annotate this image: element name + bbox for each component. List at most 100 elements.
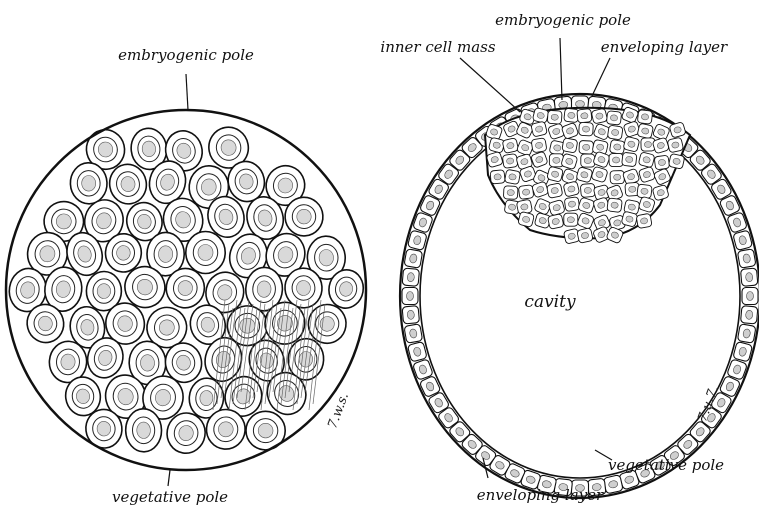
cell-nucleus [576,101,585,108]
icm-cell [563,181,580,197]
icm-cell [531,121,548,137]
cell-nucleus [581,112,589,119]
icm-cell [581,154,595,167]
cell-nucleus [644,141,651,147]
cell-nucleus [584,187,592,194]
cell-nucleus [407,292,414,301]
label-inner-cell-mass: inner cell mass [380,38,495,56]
cell-nucleus [628,186,636,192]
icm-cell [609,153,623,166]
cell-nucleus [137,422,151,439]
icm-cell [607,125,623,140]
icm-cell [564,213,578,226]
cell-nucleus [507,189,514,195]
icm-cell [636,213,652,228]
label-left-vegetative-pole: vegetative pole [112,488,228,506]
cell-nucleus [658,159,666,166]
icm-cell [579,122,594,136]
icm-cell [577,228,593,244]
cell-nucleus [97,284,111,299]
cell-nucleus [747,292,754,301]
icm-cell [562,138,578,153]
icm-cell [490,170,505,184]
enveloping-cell [407,341,427,362]
blastocyst-drawing [400,94,759,498]
cell-nucleus [610,115,618,122]
morula-cell [186,232,225,274]
leader-enveloping-top [592,58,610,96]
enveloping-cell [603,475,623,494]
enveloping-cell [733,341,753,362]
cell-nucleus [612,157,619,163]
cell-nucleus [582,144,590,150]
enveloping-cell [737,324,756,344]
icm-cell [637,110,652,125]
leader-right-embryogenic [560,38,562,100]
icm-cell [622,152,637,167]
icm-cell [564,108,579,123]
label-enveloping-layer-top: enveloping layer [601,38,728,56]
enveloping-cell [402,288,418,305]
cell-nucleus [81,175,96,191]
cell-nucleus [553,157,560,163]
icm-cell [637,123,654,139]
icm-cell [547,214,563,230]
morula-cell [125,408,162,452]
icm-cell [654,155,670,170]
enveloping-cell [402,268,419,286]
icm-cell [547,110,562,124]
cell-nucleus [641,114,649,121]
enveloping-cell [733,230,753,251]
cell-nucleus [584,158,591,164]
icm-cell [563,228,580,244]
cell-nucleus [611,202,619,209]
inner-cell-mass-cells [485,106,686,244]
icm-cell [547,166,564,182]
cell-nucleus [198,245,213,261]
icm-cell [668,153,684,169]
icm-cell [547,183,563,199]
enveloping-cell [740,268,757,286]
enveloping-cell [404,324,423,344]
leader-left-bottom [168,470,170,486]
icm-cell [637,184,652,199]
enveloping-cell [402,306,419,324]
cell-nucleus [567,217,574,223]
icm-cell [591,108,608,124]
icm-cell [502,154,518,169]
leader-left-top [186,74,188,110]
cell-nucleus [140,354,155,371]
cell-nucleus [158,246,173,263]
icm-cell [504,169,520,184]
icm-cell [606,111,621,125]
morula-cell [70,162,108,204]
icm-cell [667,137,684,153]
icm-cell [518,185,534,200]
icm-cell [610,171,624,184]
cell-nucleus [614,174,621,180]
icm-cell [503,186,518,200]
icm-cell [577,109,592,123]
cell-nucleus [641,188,649,195]
icm-cell [579,140,594,154]
icm-cell [609,139,625,154]
label-vegetative-pole: vegetative pole [608,456,724,474]
icm-cell [502,138,518,154]
label-right-embryogenic-pole: embryogenic pole [495,11,631,29]
leader-inner-cell-mass [460,58,520,112]
enveloping-cell [737,249,756,269]
label-cavity: cavity [524,292,576,312]
icm-cell [607,198,622,213]
morula-drawing [6,110,366,470]
cell-nucleus [625,156,633,163]
cell-nucleus [494,174,502,181]
enveloping-cell [407,230,427,251]
label-enveloping-layer-bottom: enveloping layer [477,486,604,504]
enveloping-cell [742,288,758,305]
icm-cell [564,197,580,212]
cell-nucleus [582,126,590,132]
enveloping-cell [740,306,757,324]
cell-nucleus [551,114,559,120]
